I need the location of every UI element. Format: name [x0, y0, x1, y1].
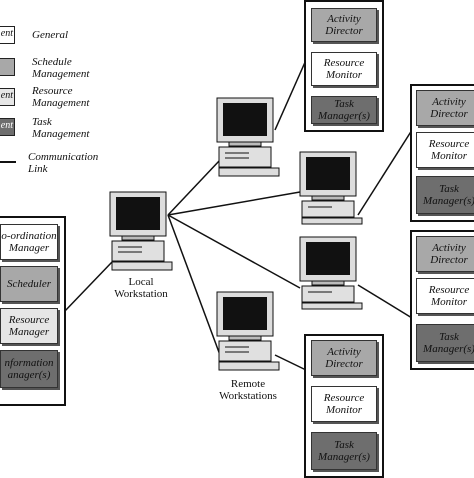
legend-swatch-resource: ent — [0, 88, 15, 106]
remote-agent-group-1: Activity Director Resource Monitor Task … — [304, 0, 384, 132]
link-ws3-to-group — [357, 284, 413, 319]
legend-label-task: Task Management — [32, 116, 90, 140]
remote-workstation-4-icon — [216, 291, 280, 371]
remote-agent-group-4: Activity Director Resource Monitor Task … — [304, 334, 384, 478]
link-local-to-group — [63, 261, 113, 313]
scheduler-box: Scheduler — [0, 266, 58, 302]
activity-director-box: Activity Director — [311, 8, 377, 42]
link-local-to-remote-4 — [167, 214, 221, 356]
remote-agent-group-2: Activity Director Resource Monitor Task … — [410, 84, 474, 222]
resource-monitor-box: Resource Monitor — [416, 278, 474, 314]
resource-monitor-box: Resource Monitor — [311, 386, 377, 422]
legend-swatch-text: ent — [0, 90, 13, 101]
remote-workstation-2-icon — [299, 151, 363, 225]
activity-director-box: Activity Director — [311, 340, 377, 376]
link-local-to-remote-3 — [167, 214, 301, 289]
remote-workstations-label: Remote Workstations — [219, 378, 277, 402]
task-managers-box: Task Manager(s) — [416, 176, 474, 214]
resource-manager-box: Resource Manager — [0, 308, 58, 344]
resource-monitor-box: Resource Monitor — [311, 52, 377, 86]
remote-workstation-3-icon — [299, 236, 363, 310]
coordination-manager-box: o-ordination Manager — [0, 224, 58, 260]
legend-swatch-text: ent — [0, 120, 13, 131]
legend-swatch-schedule — [0, 58, 15, 76]
link-ws4-to-group — [274, 354, 307, 371]
task-managers-box: Task Manager(s) — [416, 324, 474, 362]
link-ws1-to-group — [274, 59, 307, 131]
legend-label-link: Communication Link — [28, 151, 99, 175]
remote-agent-group-3: Activity Director Resource Monitor Task … — [410, 230, 474, 370]
task-managers-box: Task Manager(s) — [311, 432, 377, 470]
task-managers-box: Task Manager(s) — [311, 96, 377, 124]
legend-label-schedule: Schedule Management — [32, 56, 90, 80]
link-ws2-to-group — [357, 129, 413, 216]
legend-swatch-task: ent — [0, 118, 15, 136]
activity-director-box: Activity Director — [416, 90, 474, 126]
information-managers-box: nformation anager(s) — [0, 350, 58, 388]
local-workstation-icon — [109, 191, 173, 271]
activity-director-box: Activity Director — [416, 236, 474, 272]
remote-workstation-1-icon — [216, 97, 280, 177]
legend-swatch-text: ent — [0, 28, 13, 39]
link-local-to-remote-1 — [167, 159, 221, 216]
local-agent-group: o-ordination Manager Scheduler Resource … — [0, 216, 66, 406]
legend-label-general: General — [32, 29, 69, 41]
resource-monitor-box: Resource Monitor — [416, 132, 474, 168]
link-local-to-remote-2 — [167, 191, 301, 216]
local-workstation-label: Local Workstation — [114, 276, 168, 300]
legend-label-resource: Resource Management — [32, 85, 90, 109]
legend-swatch-general: ent — [0, 26, 15, 44]
